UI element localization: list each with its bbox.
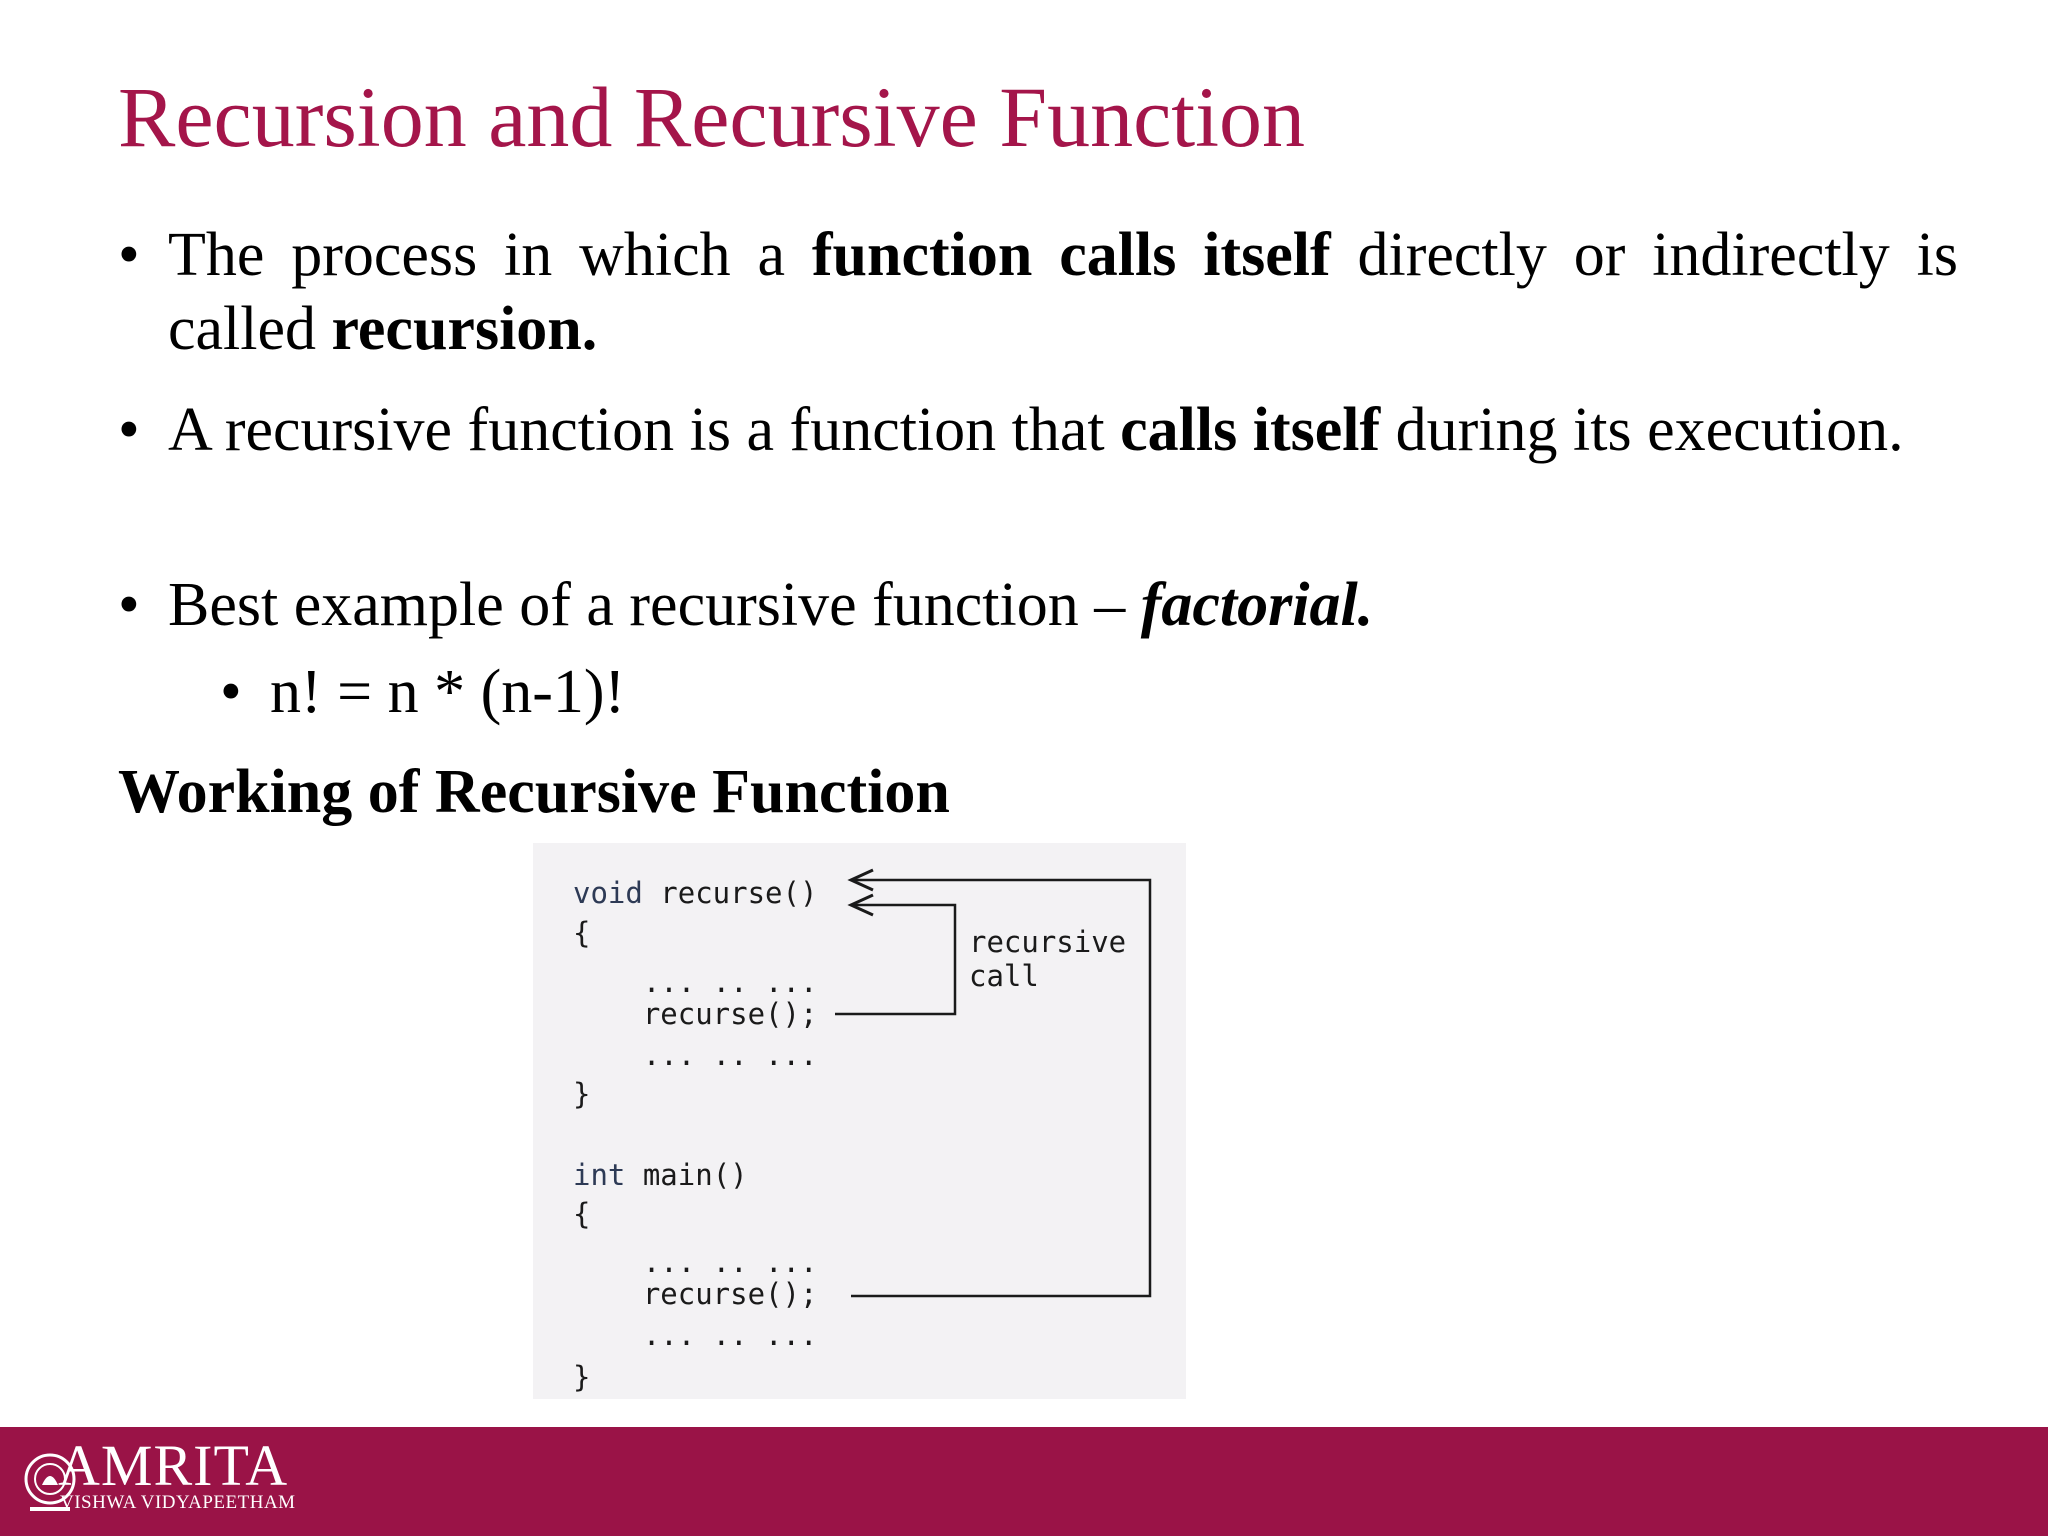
slide-title: Recursion and Recursive Function [118,69,1306,165]
inner-arrowhead [847,893,874,917]
recursion-diagram-svg: void recurse() { ... .. ... recurse(); ..… [573,868,1152,1394]
bullet-dot: • [118,221,140,289]
bullet-3-bold-italic: factorial. [1140,571,1374,639]
code-text: { [573,916,590,950]
bullet-dot: • [118,396,140,464]
bullet-dot: • [118,571,140,639]
sub-bullet: • n! = n * (n-1)! [220,655,625,729]
bullet-2-part: during its execution. [1380,396,1904,464]
bullet-1-part: The process in which a [168,221,812,289]
bullet-1-bold: recursion. [331,295,598,363]
bullet-dot: • [220,658,242,726]
bullet-2-text: A recursive function is a function that … [168,393,1958,467]
code-keyword: void [573,876,643,910]
code-text: ... .. ... [573,1318,817,1352]
code-line: void recurse() [573,876,817,910]
code-line: int main() [573,1158,748,1192]
code-text: } [573,1360,590,1394]
logo-wordmark: AMRITA [58,1433,289,1498]
code-line: { [573,916,590,950]
code-line: } [573,1077,590,1111]
footer-bar: AMRITA VISHWA VIDYAPEETHAM [0,1427,2048,1536]
logo-subtitle: VISHWA VIDYAPEETHAM [60,1492,296,1513]
bullet-1-bold: function calls itself [811,221,1331,289]
bullet-1-text: The process in which a function calls it… [168,218,1958,366]
code-lines: void recurse() { ... .. ... recurse(); ..… [573,876,817,1394]
arrow-label-line2: call [969,959,1039,993]
code-text: main() [625,1158,747,1192]
outer-arrow-line [851,878,1152,1298]
bullet-1: • The process in which a function calls … [118,218,1958,366]
code-text: recurse(); [573,1277,817,1311]
amrita-seal-icon [24,1453,76,1511]
code-keyword: int [573,1158,625,1192]
code-line: recurse(); [573,1277,817,1311]
bullet-2-part: A recursive function is a function that [168,396,1121,464]
code-text: ... .. ... [573,965,817,999]
code-text: } [573,1077,590,1111]
code-text: ... .. ... [573,1245,817,1279]
code-text: recurse(); [573,997,817,1031]
sub-bullet-text: n! = n * (n-1)! [270,658,626,726]
inner-arrow-line [835,903,957,1016]
code-line: } [573,1360,590,1394]
arrow-label-line1: recursive [969,925,1126,959]
bullet-2-bold: calls itself [1120,396,1381,464]
bullet-3-text: Best example of a recursive function – f… [168,568,1958,642]
section-heading: Working of Recursive Function [118,758,950,826]
code-line: recurse(); [573,997,817,1031]
bullet-3-part: Best example of a recursive function – [168,571,1141,639]
code-line: ... .. ... [573,965,817,999]
outer-arrowhead [847,868,874,892]
code-line: ... .. ... [573,1245,817,1279]
code-line: { [573,1197,590,1231]
bullet-1-part: directly or indirectly is called [168,221,1958,363]
code-line: ... .. ... [573,1318,817,1352]
bullet-3: • Best example of a recursive function –… [118,568,1958,642]
code-text: ... .. ... [573,1038,817,1072]
recursion-diagram: void recurse() { ... .. ... recurse(); ..… [533,843,1186,1399]
code-text: { [573,1197,590,1231]
code-line: ... .. ... [573,1038,817,1072]
bullet-2: • A recursive function is a function tha… [118,393,1958,467]
code-text: recurse() [643,876,818,910]
